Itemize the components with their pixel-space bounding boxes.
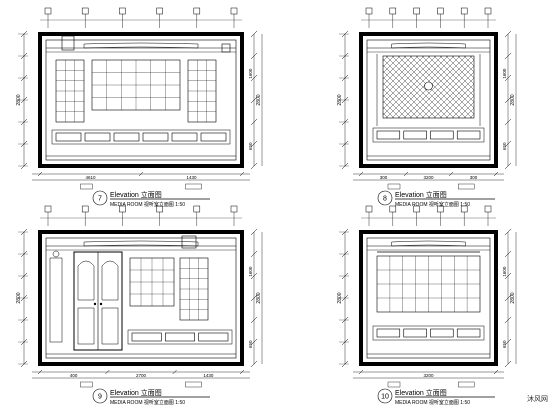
inner-wall — [45, 237, 237, 359]
wall-frame — [359, 230, 498, 366]
dimension-left: 2800 — [16, 30, 28, 170]
elevation-title-block: 9 Elevation 立面图 MEDIA ROOM 视听室立面图 1:50 — [92, 388, 210, 406]
ac-unit-icon — [181, 235, 197, 249]
elevation-9: 2800 2800 1600 650 400 2700 1430 9 Elevation 立面图… — [16, 205, 263, 406]
elevation-number-circle — [377, 190, 393, 206]
wall-frame — [38, 32, 244, 168]
height-dim-label: 2800 — [256, 94, 262, 105]
inner-wall — [366, 39, 491, 161]
height-dim-label: 2800 — [256, 292, 262, 303]
height-dim-label: 2800 — [16, 94, 22, 105]
elevation-subtitle: MEDIA ROOM 视听室立面图 1:50 — [110, 399, 185, 406]
height-dim-label: 650 — [502, 142, 507, 150]
dimension-top — [40, 7, 242, 28]
elevation-subtitle: MEDIA ROOM 视听室立面图 1:50 — [110, 201, 185, 208]
dimension-right: 2800 1600 650 — [502, 228, 517, 368]
width-dim-label: 300 — [470, 175, 478, 180]
width-dim-label: 400 — [70, 373, 78, 378]
height-dim-label: 1600 — [502, 68, 507, 79]
dimension-left: 2800 — [337, 228, 349, 368]
width-dim-label: 1430 — [203, 373, 214, 378]
elevation-title: Elevation 立面图 — [110, 388, 162, 397]
elevation-subtitle: MEDIA ROOM 视听室立面图 1:50 — [395, 201, 470, 208]
elevation-number-circle — [377, 388, 393, 404]
dimension-left: 2800 — [337, 30, 349, 170]
height-dim-label: 1600 — [502, 266, 507, 277]
wall-frame — [38, 230, 244, 366]
elevation-title: Elevation 立面图 — [395, 190, 447, 199]
wainscot-panels — [127, 329, 233, 345]
door-handle-icon — [99, 302, 103, 306]
elevation-title-block: 7 Elevation 立面图 MEDIA ROOM 视听室立面图 1:50 — [92, 190, 210, 208]
door-leaf-left — [77, 260, 95, 301]
dimension-right: 2800 1600 650 — [248, 228, 263, 368]
elevation-subtitle: MEDIA ROOM 视听室立面图 1:50 — [395, 399, 470, 406]
elevation-title: Elevation 立面图 — [110, 190, 162, 199]
width-dim-label: 1430 — [186, 175, 197, 180]
width-dim-label: 2700 — [136, 373, 147, 378]
elevation-title-block: 10 Elevation 立面图 MEDIA ROOM 视听室立面图 1:50 — [377, 388, 495, 406]
inner-wall — [366, 237, 491, 359]
width-dim-label: 4610 — [85, 175, 96, 180]
ac-unit-icon — [61, 35, 75, 51]
height-dim-label: 650 — [248, 340, 253, 348]
watermark-text: 沐风网 — [527, 396, 548, 403]
cornice-ornament — [391, 240, 466, 247]
width-dim-label: 300 — [380, 175, 388, 180]
inner-wall — [45, 39, 237, 161]
dimension-right: 2800 1600 650 — [248, 30, 263, 170]
elevation-title: Elevation 立面图 — [395, 388, 447, 397]
dimension-bottom: 400 2700 1430 — [32, 369, 250, 388]
elevation-7: 2800 2800 1600 650 4610 1430 7 Elevation 立面图 MED… — [16, 7, 263, 208]
elevation-number: 9 — [98, 394, 102, 401]
dimension-top — [361, 205, 496, 226]
elevation-10: 2800 2800 1600 650 3200 10 Elevation 立面图 MEDIA … — [337, 205, 517, 406]
dimension-right: 2800 1600 650 — [502, 30, 517, 170]
elevation-number: 8 — [383, 196, 387, 203]
side-panel — [49, 257, 63, 343]
door-leaf-right — [101, 260, 119, 301]
elevation-title-block: 8 Elevation 立面图 MEDIA ROOM 视听室立面图 1:50 — [377, 190, 495, 208]
height-dim-label: 650 — [502, 340, 507, 348]
wainscot-panels — [372, 325, 485, 341]
height-dim-label: 2800 — [16, 292, 22, 303]
wainscot-panels — [51, 129, 231, 145]
height-dim-label: 1600 — [248, 68, 253, 79]
height-dim-label: 2800 — [510, 292, 516, 303]
dimension-bottom: 4610 1430 — [32, 171, 250, 190]
cornice-ornament — [83, 240, 199, 247]
elevation-number-circle — [92, 388, 108, 404]
dimension-bottom: 3200 — [353, 369, 504, 388]
width-dim-label: 3200 — [423, 373, 434, 378]
dimension-bottom: 300 3200 300 — [353, 171, 504, 190]
elevation-number: 10 — [381, 394, 389, 401]
speaker-icon — [221, 43, 231, 53]
wall-frame — [359, 32, 498, 168]
height-dim-label: 1600 — [248, 266, 253, 277]
dimension-top — [40, 205, 242, 226]
cornice-ornament — [83, 42, 199, 49]
wainscot-panels — [372, 127, 485, 143]
door-handle-icon — [93, 302, 97, 306]
elevation-number: 7 — [98, 196, 102, 203]
width-dim-label: 3200 — [423, 175, 434, 180]
height-dim-label: 2800 — [337, 94, 343, 105]
height-dim-label: 2800 — [510, 94, 516, 105]
cornice-ornament — [391, 42, 466, 49]
dimension-left: 2800 — [16, 228, 28, 368]
elevation-8: 2800 2800 1600 650 300 3200 300 8 Elevation 立面图 M… — [337, 7, 517, 208]
dimension-top — [361, 7, 496, 28]
height-dim-label: 650 — [248, 142, 253, 150]
elevation-number-circle — [92, 190, 108, 206]
light-switch-icon — [52, 250, 60, 258]
height-dim-label: 2800 — [337, 292, 343, 303]
ornament-icon — [424, 81, 433, 91]
